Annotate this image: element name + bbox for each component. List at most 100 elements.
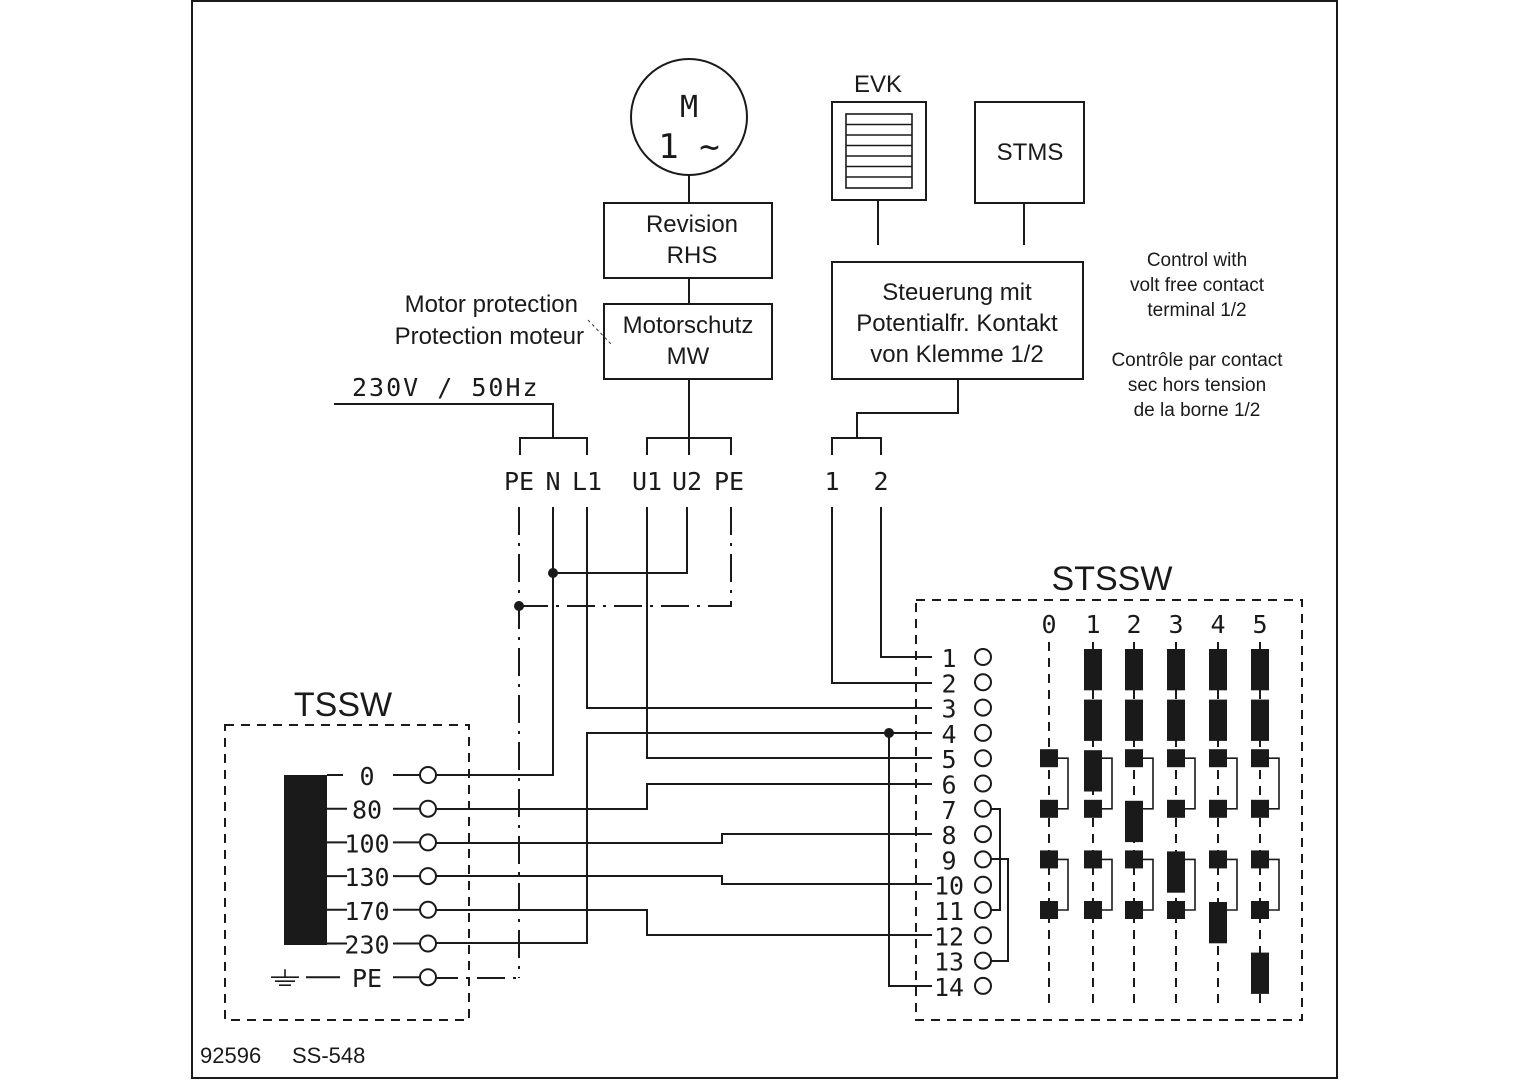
contact-block bbox=[1084, 750, 1102, 792]
stssw-terminal-label-13: 13 bbox=[934, 948, 964, 977]
contact-block bbox=[1167, 699, 1185, 741]
contact-block bbox=[1084, 649, 1102, 691]
revision-label: Revision bbox=[646, 211, 738, 238]
stssw-position-4: 4 bbox=[1210, 610, 1225, 639]
terminal-u2: U2 bbox=[672, 467, 702, 496]
protection-moteur-label: Protection moteur bbox=[395, 323, 584, 350]
evk-label: EVK bbox=[854, 71, 902, 98]
tssw-terminal bbox=[419, 867, 437, 886]
contact-square bbox=[1084, 850, 1102, 869]
jumper-9-13 bbox=[990, 858, 1009, 962]
control-2-wire bbox=[880, 507, 932, 658]
wire-230 bbox=[430, 732, 932, 944]
contact-block bbox=[1125, 800, 1143, 843]
evk-grille-icon bbox=[845, 113, 913, 189]
stssw-terminal-label-1: 1 bbox=[941, 644, 956, 673]
contact-link bbox=[1227, 858, 1238, 911]
tssw-tap-80: 80 bbox=[352, 796, 382, 825]
stssw-terminal-label-3: 3 bbox=[941, 695, 956, 724]
contact-block bbox=[1251, 699, 1269, 741]
control-wire bbox=[856, 379, 959, 438]
note-fr-line3: de la borne 1/2 bbox=[1134, 400, 1261, 421]
note-en-line1: Control with bbox=[1147, 250, 1247, 271]
stssw-title: STSSW bbox=[1052, 560, 1173, 598]
tssw-tap-170: 170 bbox=[344, 897, 389, 926]
supply-terminal-bracket bbox=[519, 437, 588, 455]
contact-square bbox=[1209, 850, 1227, 869]
contact-link bbox=[1143, 757, 1154, 810]
control-box-line1: Steuerung mit bbox=[882, 279, 1032, 306]
control-box-line3: von Klemme 1/2 bbox=[870, 341, 1043, 368]
drawing-id: 92596 bbox=[200, 1043, 261, 1068]
stssw-terminal-label-9: 9 bbox=[941, 846, 956, 875]
stssw-terminal-9 bbox=[974, 850, 992, 869]
stssw-terminal-7 bbox=[974, 799, 992, 818]
contact-square bbox=[1084, 901, 1102, 919]
contact-link bbox=[1227, 757, 1238, 810]
rhs-label: RHS bbox=[667, 242, 718, 269]
terminal-pe-supply: PE bbox=[504, 467, 534, 496]
contact-link bbox=[1058, 757, 1069, 810]
tssw-terminal bbox=[419, 766, 437, 784]
stssw-terminal-1 bbox=[974, 648, 992, 666]
contact-block bbox=[1209, 699, 1227, 741]
tssw-box bbox=[224, 724, 470, 1021]
stssw-terminal-14 bbox=[974, 976, 992, 995]
contact-link bbox=[1269, 757, 1280, 810]
contact-square bbox=[1167, 901, 1185, 919]
contact-link bbox=[1143, 858, 1154, 911]
contact-square bbox=[1167, 799, 1185, 818]
stssw-terminal-label-10: 10 bbox=[934, 872, 964, 901]
contact-block bbox=[1084, 699, 1102, 741]
contact-square bbox=[1040, 749, 1058, 768]
contact-block bbox=[1209, 649, 1227, 691]
contact-block bbox=[1125, 699, 1143, 741]
contact-block bbox=[1167, 649, 1185, 691]
contact-square bbox=[1040, 901, 1058, 919]
contact-square bbox=[1084, 799, 1102, 818]
contact-link bbox=[1185, 757, 1196, 810]
stssw-terminal-13 bbox=[974, 951, 992, 970]
stssw-terminal-5 bbox=[974, 749, 992, 768]
contact-block bbox=[1125, 649, 1143, 691]
stssw-terminal-label-12: 12 bbox=[934, 922, 964, 951]
tssw-tap-100: 100 bbox=[344, 829, 389, 858]
stms-box bbox=[974, 101, 1085, 204]
contact-block bbox=[1167, 851, 1185, 893]
terminal-2: 2 bbox=[873, 467, 888, 496]
tssw-terminal bbox=[419, 900, 437, 919]
contact-block bbox=[1251, 649, 1269, 691]
stssw-terminal-label-8: 8 bbox=[941, 821, 956, 850]
terminal-l1: L1 bbox=[572, 467, 602, 496]
stssw-terminal-label-4: 4 bbox=[941, 720, 956, 749]
note-fr-line2: sec hors tension bbox=[1128, 375, 1266, 396]
contact-square bbox=[1125, 850, 1143, 869]
mw-label: MW bbox=[667, 343, 710, 370]
supply-label: 230V / 50Hz bbox=[352, 373, 540, 402]
contact-square bbox=[1209, 749, 1227, 768]
stssw-terminal-label-5: 5 bbox=[941, 745, 956, 774]
terminal-1: 1 bbox=[824, 467, 839, 496]
contact-link bbox=[1185, 858, 1196, 911]
stssw-terminal-label-7: 7 bbox=[941, 796, 956, 825]
wire-100 bbox=[430, 833, 932, 844]
stssw-terminal-label-14: 14 bbox=[934, 973, 964, 1002]
tssw-title: TSSW bbox=[294, 686, 392, 724]
stssw-terminal-12 bbox=[974, 926, 992, 945]
motorschutz-label: Motorschutz bbox=[623, 312, 754, 339]
contact-square bbox=[1251, 901, 1269, 919]
drawing-frame bbox=[191, 0, 1338, 1079]
wire-4-14 bbox=[888, 733, 932, 987]
note-fr-line1: Contrôle par contact bbox=[1111, 350, 1283, 371]
stssw-position-0: 0 bbox=[1041, 610, 1056, 639]
stssw-position-2: 2 bbox=[1126, 610, 1141, 639]
contact-square bbox=[1251, 850, 1269, 869]
wire-130 bbox=[430, 875, 932, 885]
stssw-terminal-label-11: 11 bbox=[934, 897, 964, 926]
tssw-tap-230: 230 bbox=[344, 931, 389, 960]
stssw-terminal-label-6: 6 bbox=[941, 771, 956, 800]
stssw-terminal-8 bbox=[974, 825, 992, 844]
revision-rhs-box bbox=[603, 202, 773, 279]
contact-link bbox=[1269, 858, 1280, 911]
tssw-tap-pe: PE bbox=[352, 964, 382, 993]
